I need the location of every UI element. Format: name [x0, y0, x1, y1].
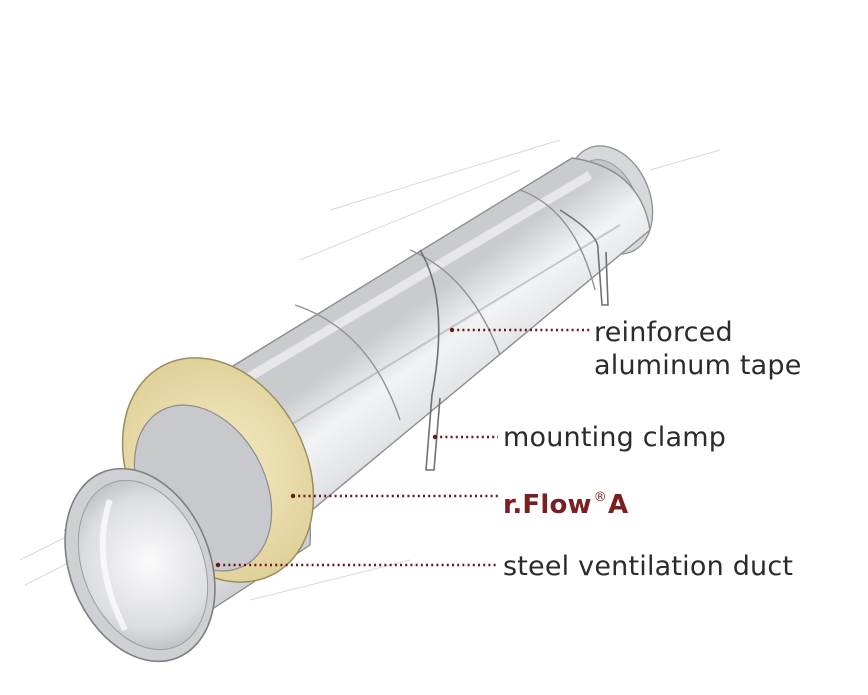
tape-label: reinforced aluminum tape — [594, 316, 802, 382]
tape-label-line2: aluminum tape — [594, 350, 802, 381]
insulation-suffix: A — [607, 490, 629, 520]
duct-opening — [64, 467, 216, 663]
tape-label-line1: reinforced — [594, 317, 733, 348]
insulation-label: r.Flow®A — [503, 481, 628, 522]
duct-label: steel ventilation duct — [503, 551, 794, 582]
registered-mark: ® — [593, 490, 607, 505]
leader-lines — [215, 327, 590, 568]
insulation-brand: r.Flow — [503, 490, 592, 520]
clamp-label: mounting clamp — [503, 422, 727, 453]
mounting-clamps — [419, 209, 609, 471]
